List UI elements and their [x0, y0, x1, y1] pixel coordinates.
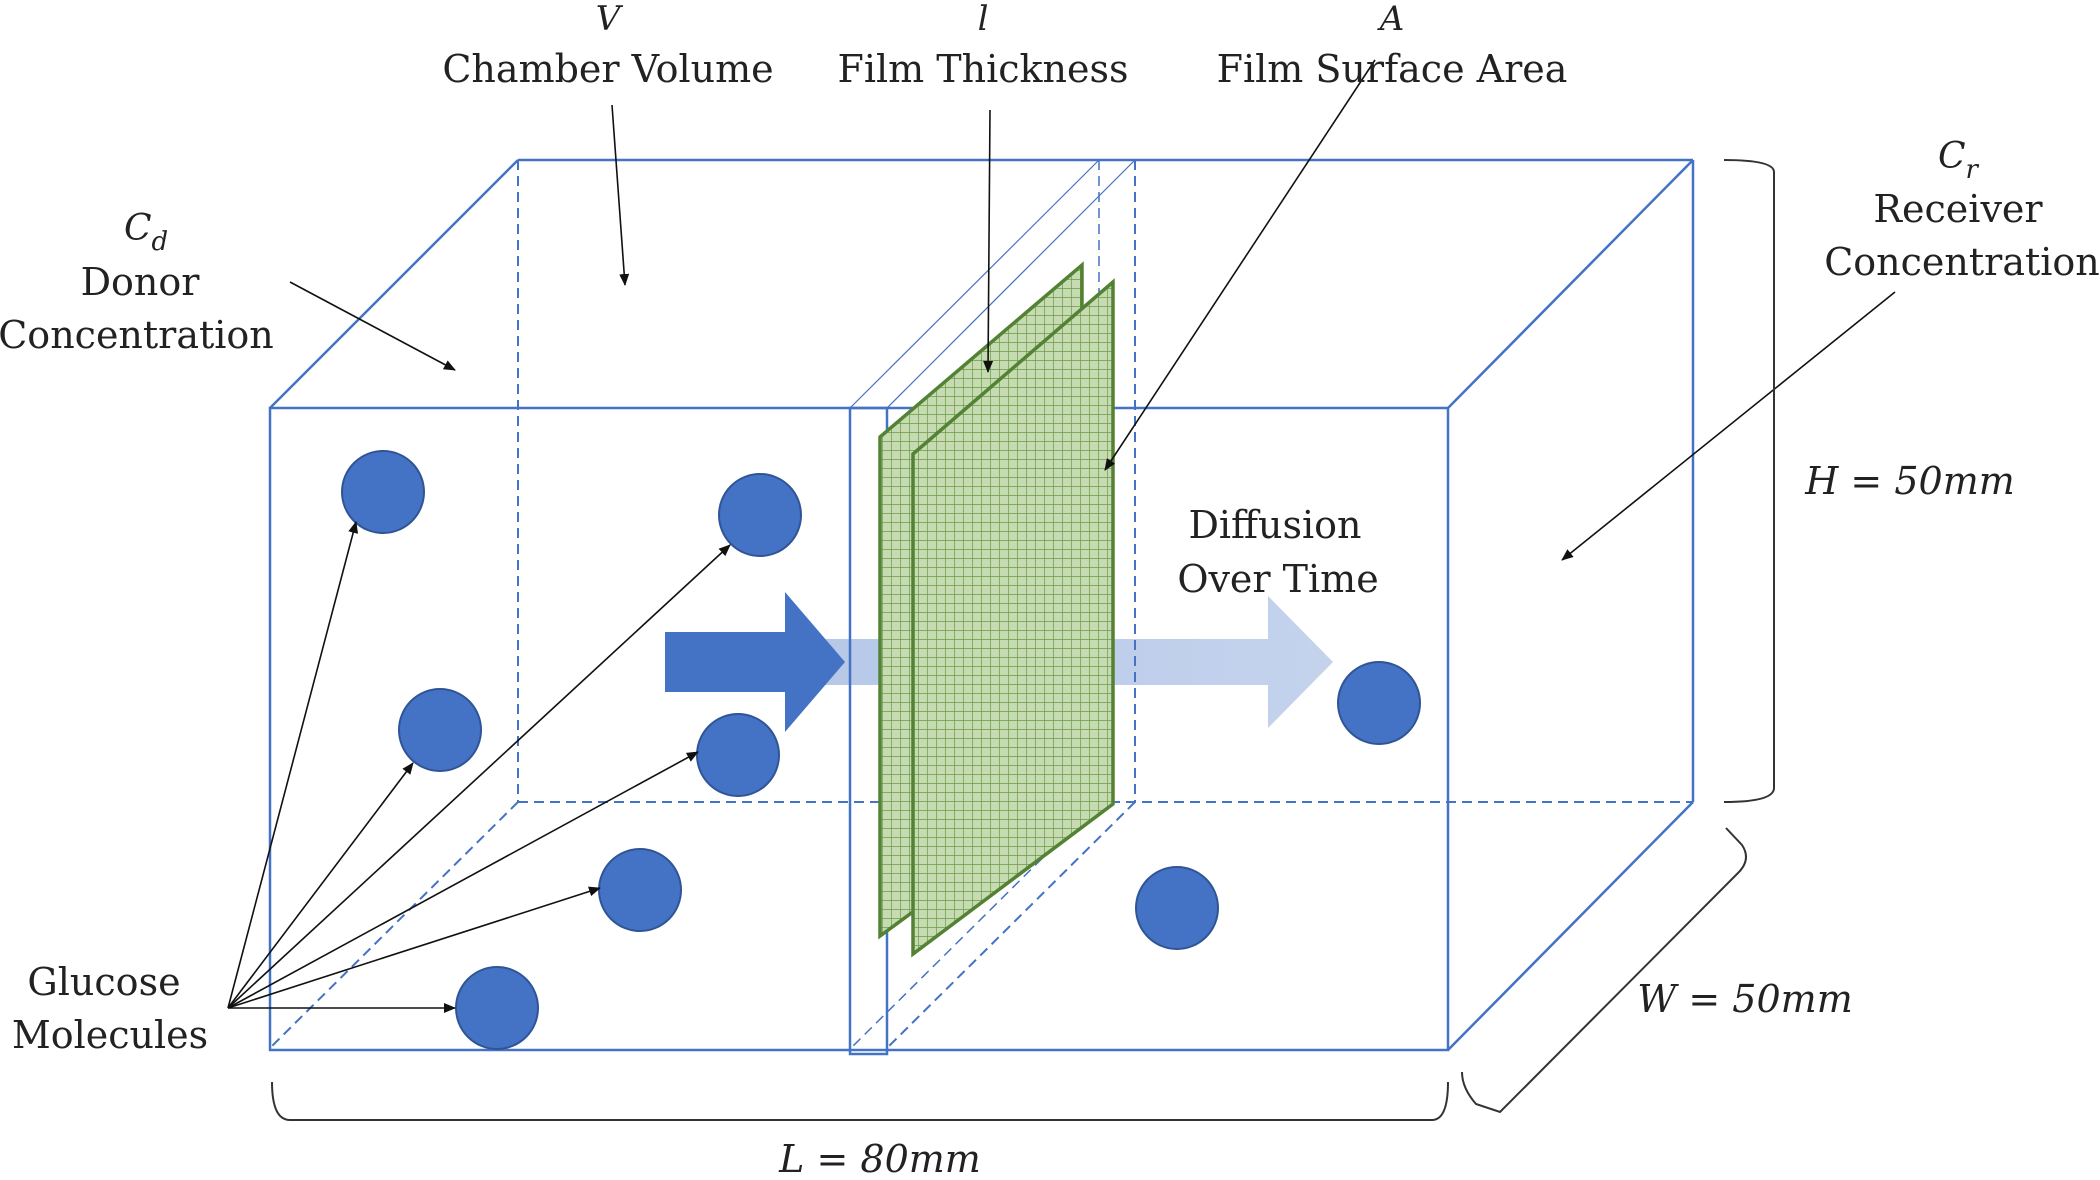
receiver-symbol: Cr	[1938, 136, 1980, 185]
donor-symbol: Cd	[124, 208, 168, 257]
glucose-label-line1: Glucose	[27, 960, 180, 1004]
leader-arrows	[227, 59, 1896, 1013]
diffusion-label-line1: Diffusion	[1188, 503, 1361, 547]
width-dimension: W = 50mm	[1637, 977, 1852, 1021]
molecule-3	[398, 688, 482, 772]
donor-label-line1: Donor	[81, 260, 201, 304]
film-thickness-label: Film Thickness	[837, 47, 1128, 91]
film-surface-area-label: Film Surface Area	[1217, 47, 1568, 91]
molecule-8	[1135, 866, 1219, 950]
dimension-brackets	[271, 159, 1775, 1121]
height-dimension: H = 50mm	[1804, 459, 2015, 503]
molecule-5	[598, 848, 682, 932]
molecule-7	[1337, 661, 1421, 745]
diffusion-label-line2: Over Time	[1177, 557, 1378, 601]
area-symbol: A	[1377, 0, 1405, 39]
length-dimension: L = 80mm	[778, 1137, 981, 1180]
chamber-volume-label: Chamber Volume	[442, 47, 773, 91]
molecule-6	[455, 966, 539, 1050]
receiver-label-line2: Concentration	[1824, 240, 2100, 284]
donor-label-line2: Concentration	[0, 313, 274, 357]
receiver-label-line1: Receiver	[1873, 187, 2043, 231]
volume-symbol: V	[596, 0, 624, 39]
glucose-label-line2: Molecules	[12, 1013, 208, 1057]
molecule-2	[718, 473, 802, 557]
glucose-molecules	[341, 450, 1421, 1050]
molecule-1	[341, 450, 425, 534]
film	[878, 261, 1115, 958]
thickness-symbol: l	[978, 0, 989, 39]
molecule-4	[696, 713, 780, 797]
